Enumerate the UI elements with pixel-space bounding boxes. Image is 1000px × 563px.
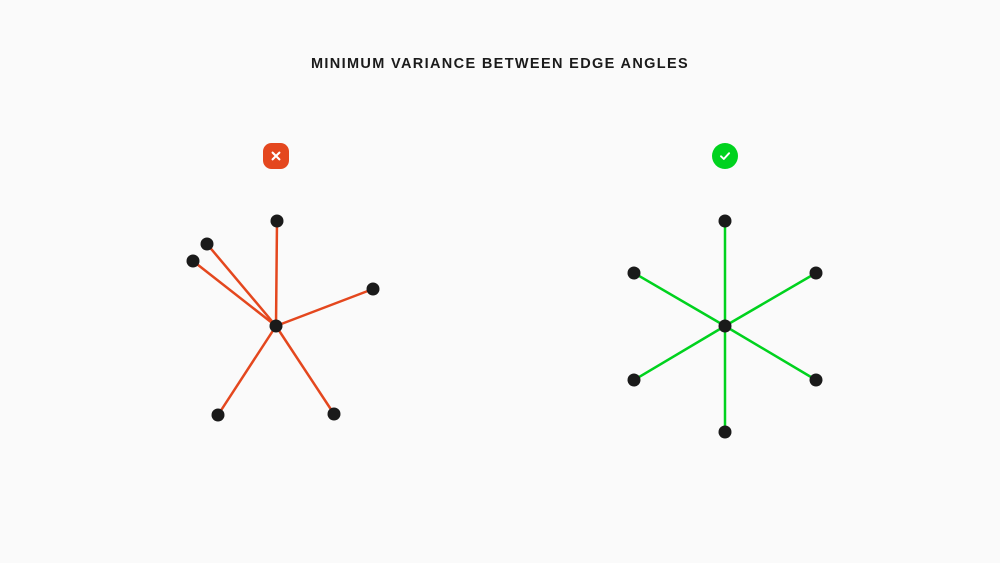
- star-graph-high-variance: [186, 214, 380, 422]
- graph-node-leaf: [366, 282, 380, 296]
- check-icon: [717, 148, 733, 164]
- graph-edges: [191, 219, 375, 417]
- graph-node-center: [718, 319, 732, 333]
- page-title: MINIMUM VARIANCE BETWEEN EDGE ANGLES: [310, 56, 690, 72]
- graph-node-leaf: [809, 266, 823, 280]
- graph-node-leaf: [270, 214, 284, 228]
- graph-edges: [632, 219, 818, 434]
- graph-node-leaf: [627, 266, 641, 280]
- graph-nodes: [186, 214, 380, 422]
- graph-edge: [723, 324, 818, 382]
- graph-node-center: [269, 319, 283, 333]
- check-badge-shape: [712, 143, 738, 169]
- graph-edge: [274, 287, 375, 328]
- star-graph-low-variance: [627, 214, 823, 439]
- graph-node-leaf: [718, 425, 732, 439]
- graph-node-leaf: [211, 408, 225, 422]
- graph-edge: [723, 271, 818, 328]
- graph-node-leaf: [718, 214, 732, 228]
- graph-nodes: [627, 214, 823, 439]
- graph-node-leaf: [809, 373, 823, 387]
- graph-edge: [632, 324, 727, 382]
- panel-low-variance: [500, 0, 1000, 563]
- graph-edge: [191, 259, 278, 328]
- graph-edge: [205, 242, 278, 328]
- graph-edge: [632, 271, 727, 328]
- graph-node-leaf: [186, 254, 200, 268]
- check-badge: [712, 143, 738, 169]
- graph-edge: [216, 324, 278, 417]
- panel-high-variance: [186, 143, 380, 422]
- graph-node-leaf: [627, 373, 641, 387]
- graph-edge: [274, 219, 279, 328]
- graph-node-leaf: [200, 237, 214, 251]
- cross-badge: [263, 143, 289, 169]
- cross-icon: [269, 149, 283, 163]
- graph-edge: [274, 324, 336, 416]
- graph-node-leaf: [327, 407, 341, 421]
